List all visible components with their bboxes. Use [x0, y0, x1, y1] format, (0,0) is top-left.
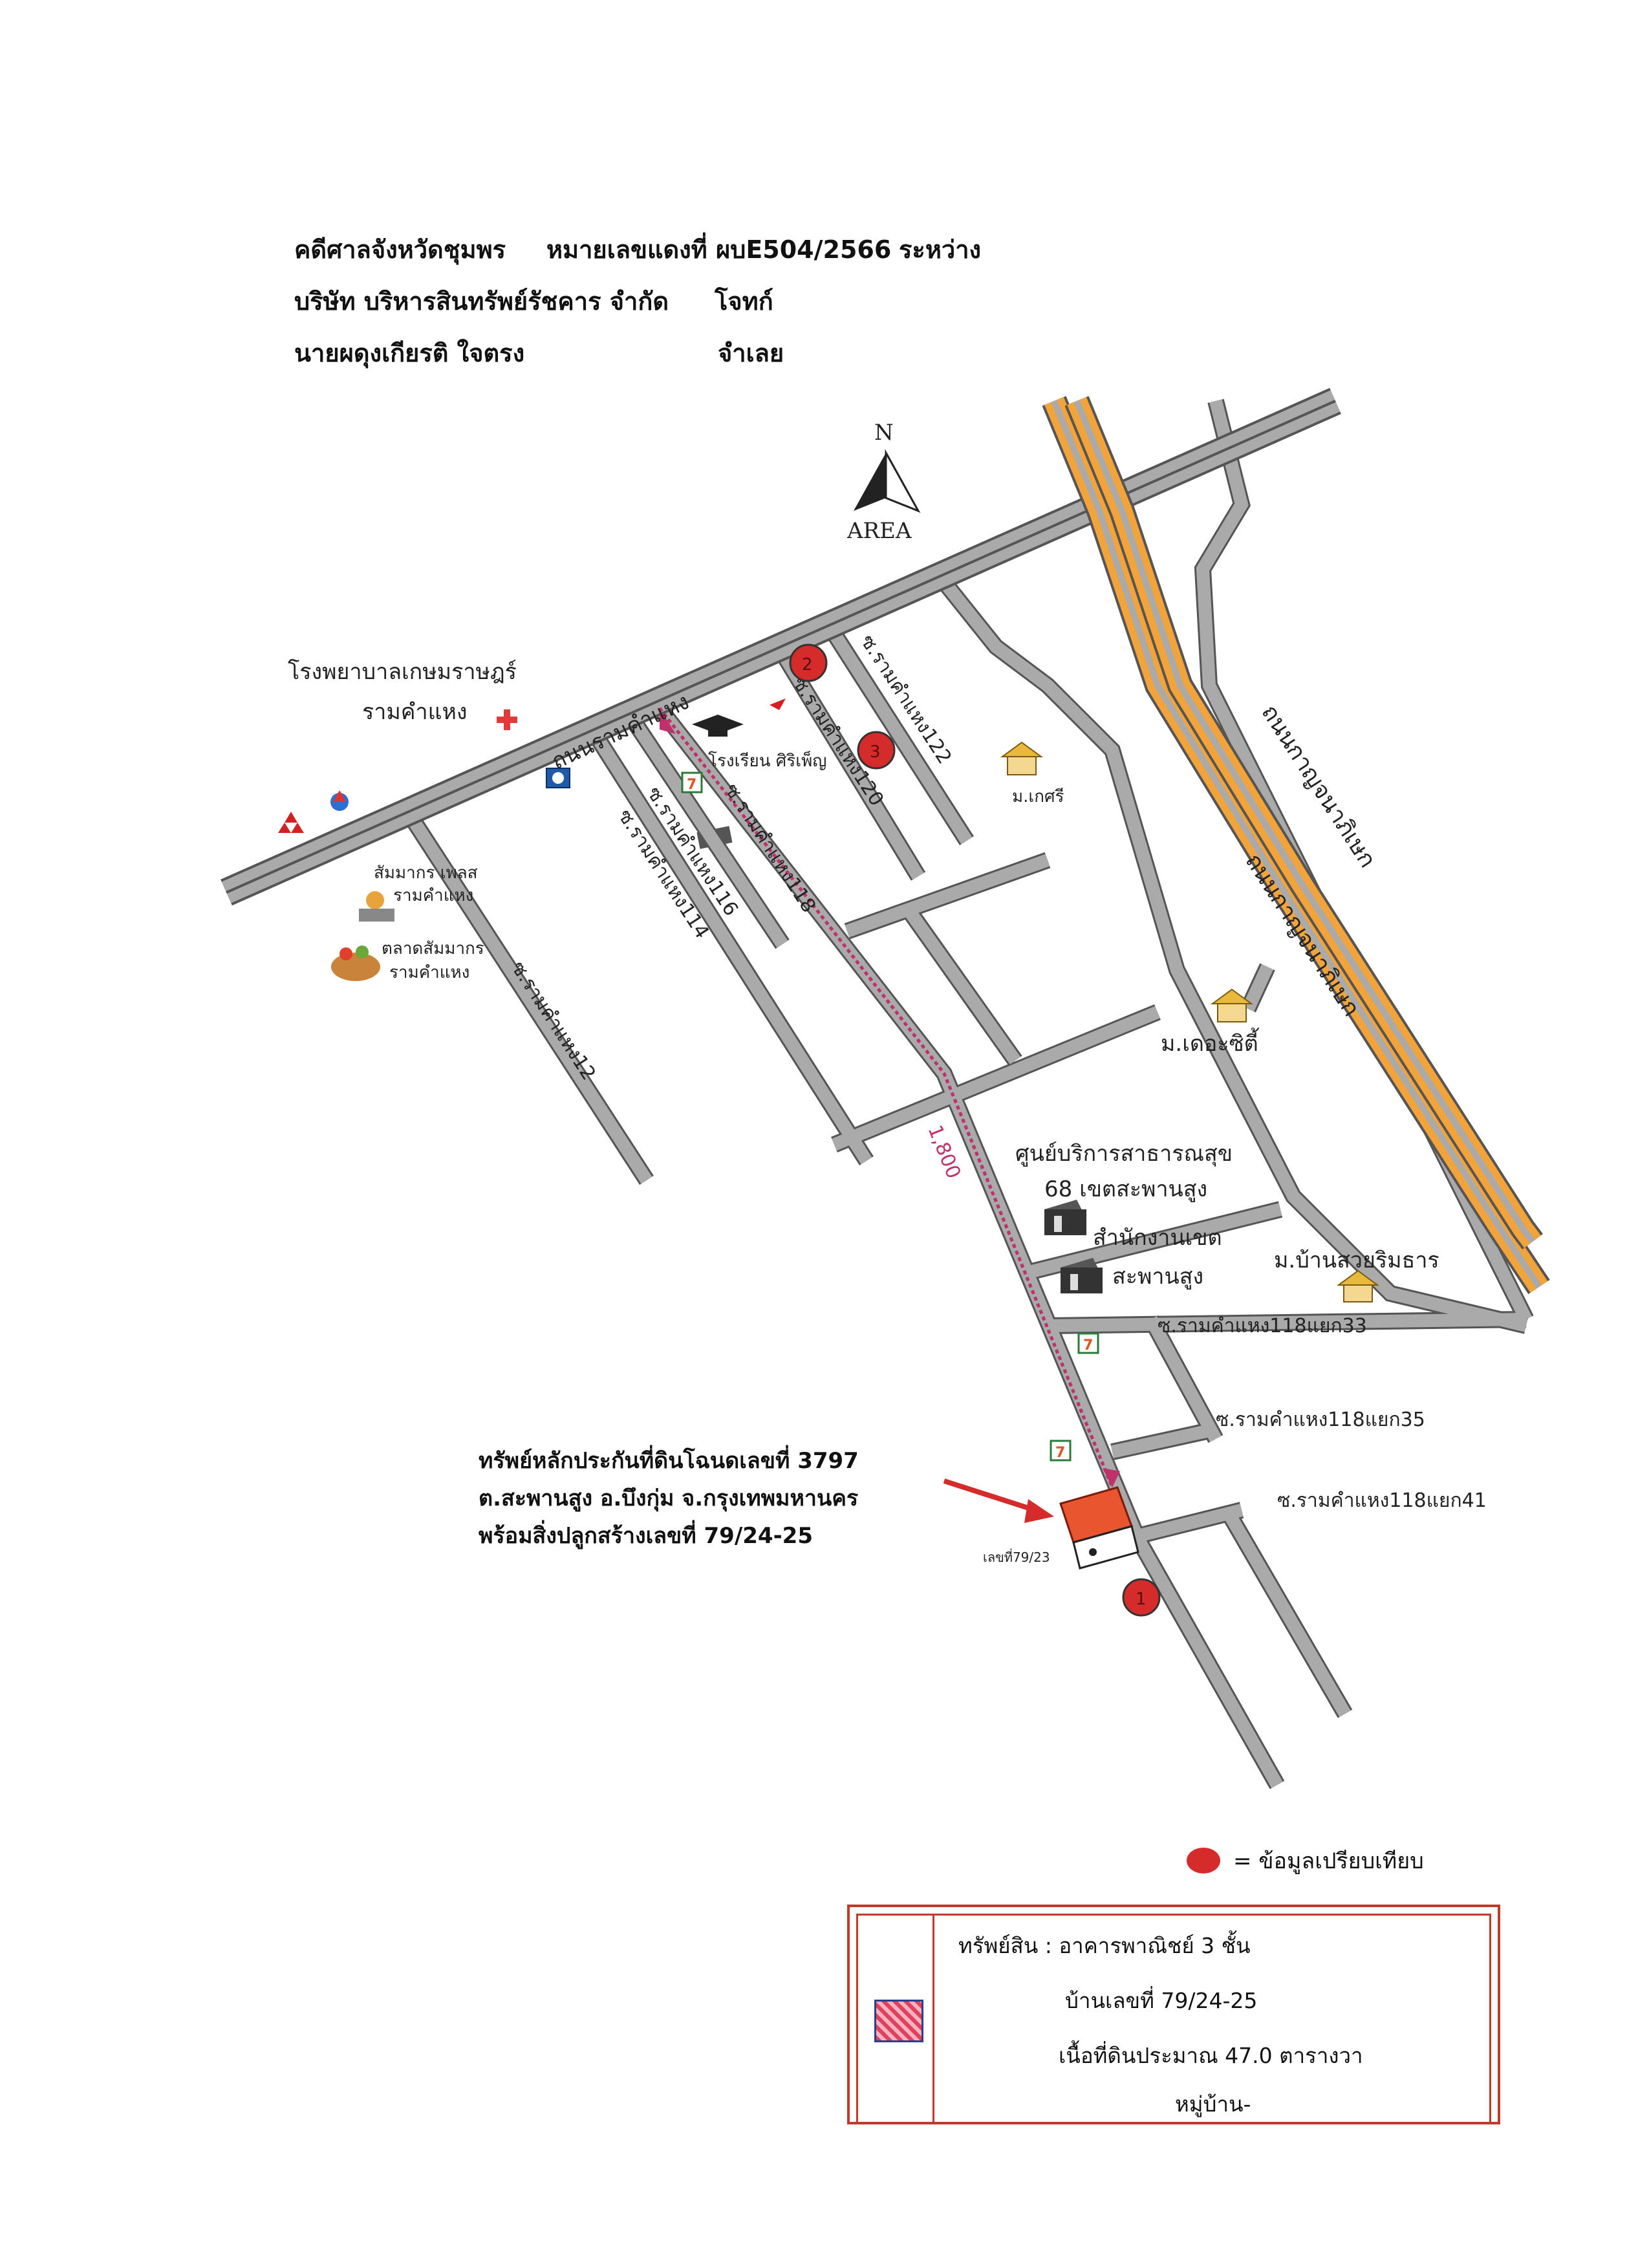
label-district-office-2: สะพานสูง — [1112, 1264, 1203, 1290]
label-hospital-1: โรงพยาบาลเกษมราษฎร์ — [288, 659, 517, 685]
fuel-station-icon — [330, 790, 349, 811]
label-distance: 1,800 — [923, 1122, 965, 1182]
house-icon-kesri — [1000, 741, 1044, 775]
case-number: หมายเลขแดงที่ ผบE504/2566 — [546, 235, 892, 264]
pointer-arrow-icon — [943, 1478, 1054, 1523]
label-village-kesri: ม.เกศรี — [1012, 787, 1064, 806]
asset-note-line3: พร้อมสิ่งปลูกสร้างเลขที่ 79/24-25 — [479, 1523, 813, 1549]
asset-note: ทรัพย์หลักประกันที่ดินโฉนดเลขที่ 3797 ต.… — [479, 1442, 859, 1555]
legend-marker-dot-icon — [1187, 1848, 1220, 1874]
route-arrowhead — [660, 708, 676, 734]
label-district-office-1: สำนักงานเขต — [1093, 1225, 1222, 1251]
label-health-center-2: 68 เขตสะพานสูง — [1044, 1176, 1207, 1202]
house-icon-the-city — [1210, 988, 1254, 1022]
svg-text:1: 1 — [1136, 1590, 1147, 1609]
svg-text:7: 7 — [1083, 1337, 1093, 1354]
market-icon-1 — [359, 891, 394, 922]
property-swatch-icon — [874, 2000, 923, 2042]
seven-eleven-icon-3: 7 — [1050, 1440, 1072, 1462]
svg-text:7: 7 — [687, 777, 696, 793]
route-path — [658, 707, 1114, 1488]
hospital-icon — [497, 709, 517, 730]
comparison-marker-3: 3 — [857, 731, 896, 770]
asset-note-line1: ทรัพย์หลักประกันที่ดินโฉนดเลขที่ 3797 — [479, 1448, 859, 1474]
comparison-marker-1: 1 — [1122, 1578, 1161, 1617]
label-village-suan: ม.บ้านสวยริมธาร — [1274, 1247, 1439, 1273]
route-arrowhead-end — [1103, 1468, 1120, 1487]
label-market2-1: ตลาดสัมมากร — [382, 939, 484, 958]
label-soi-112: ซ.รามคำแหง12 — [506, 957, 600, 1084]
svg-text:3: 3 — [870, 742, 881, 762]
label-market1-2: รามคำแหง — [393, 886, 473, 905]
plaintiff-role: โจทก์ — [715, 287, 773, 316]
defendant-role: จำเลย — [718, 339, 784, 367]
seven-eleven-icon-2: 7 — [1077, 1332, 1099, 1354]
label-parcel: เลขที่79/23 — [983, 1548, 1050, 1565]
info-asset-type: ทรัพย์สิน : อาคารพาณิชย์ 3 ชั้น — [958, 1933, 1251, 1958]
label-soi-118-41: ซ.รามคำแหง118แยก41 — [1277, 1489, 1487, 1512]
info-land-area: เนื้อที่ดินประมาณ 47.0 ตารางวา — [1059, 2043, 1363, 2068]
school-icon — [692, 715, 744, 737]
building-icon-health — [1044, 1200, 1086, 1235]
label-soi-118-33: ซ.รามคำแหง118แยก33 — [1158, 1315, 1367, 1337]
svg-text:7: 7 — [1055, 1445, 1065, 1461]
compass-north: N — [874, 420, 894, 446]
subject-property — [1059, 1486, 1139, 1570]
property-info-box: ทรัพย์สิน : อาคารพาณิชย์ 3 ชั้น บ้านเลขท… — [847, 1905, 1500, 2124]
house-icon-suan — [1336, 1269, 1380, 1302]
market-icon-2 — [331, 945, 380, 981]
legend-label: = ข้อมูลเปรียบเทียบ — [1233, 1848, 1424, 1874]
building-icon-district — [1061, 1258, 1103, 1293]
label-soi-118-35: ซ.รามคำแหง118แยก35 — [1216, 1409, 1425, 1431]
car-dealer-icon — [278, 812, 304, 833]
case-between: ระหว่าง — [899, 235, 982, 264]
compass-icon: N AREA — [846, 420, 921, 544]
info-house-number: บ้านเลขที่ 79/24-25 — [1065, 1988, 1258, 2013]
legend: = ข้อมูลเปรียบเทียบ — [1187, 1843, 1424, 1878]
seven-eleven-icon-1: 7 — [681, 772, 703, 794]
label-village-the-city: ม.เดอะซิตี้ — [1161, 1028, 1260, 1057]
asset-note-line2: ต.สะพานสูง อ.บึงกุ่ม จ.กรุงเทพมหานคร — [479, 1485, 859, 1511]
label-school: โรงเรียน ศิริเพ็ญ — [708, 750, 826, 771]
label-market1-1: สัมมากร เพลส — [374, 863, 478, 883]
label-health-center-1: ศูนย์บริการสาธารณสุข — [1015, 1141, 1233, 1167]
honda-icon — [770, 698, 786, 710]
plaintiff-name: บริษัท บริหารสินทรัพย์รัชคาร จำกัด — [294, 287, 669, 316]
bank-icon — [546, 768, 570, 788]
label-market2-2: รามคำแหง — [389, 963, 469, 982]
svg-text:2: 2 — [802, 655, 813, 675]
road-kanchanaphisek — [1042, 396, 1550, 1295]
compass-area: AREA — [846, 518, 912, 544]
case-court: คดีศาลจังหวัดชุมพร — [294, 235, 506, 264]
road-ramkhamhaeng — [221, 387, 1341, 906]
defendant-name: นายผดุงเกียรติ ใจตรง — [294, 339, 525, 367]
comparison-marker-2: 2 — [789, 643, 828, 682]
info-village: หมู่บ้าน- — [1175, 2091, 1251, 2117]
label-hospital-2: รามคำแหง — [362, 699, 468, 725]
